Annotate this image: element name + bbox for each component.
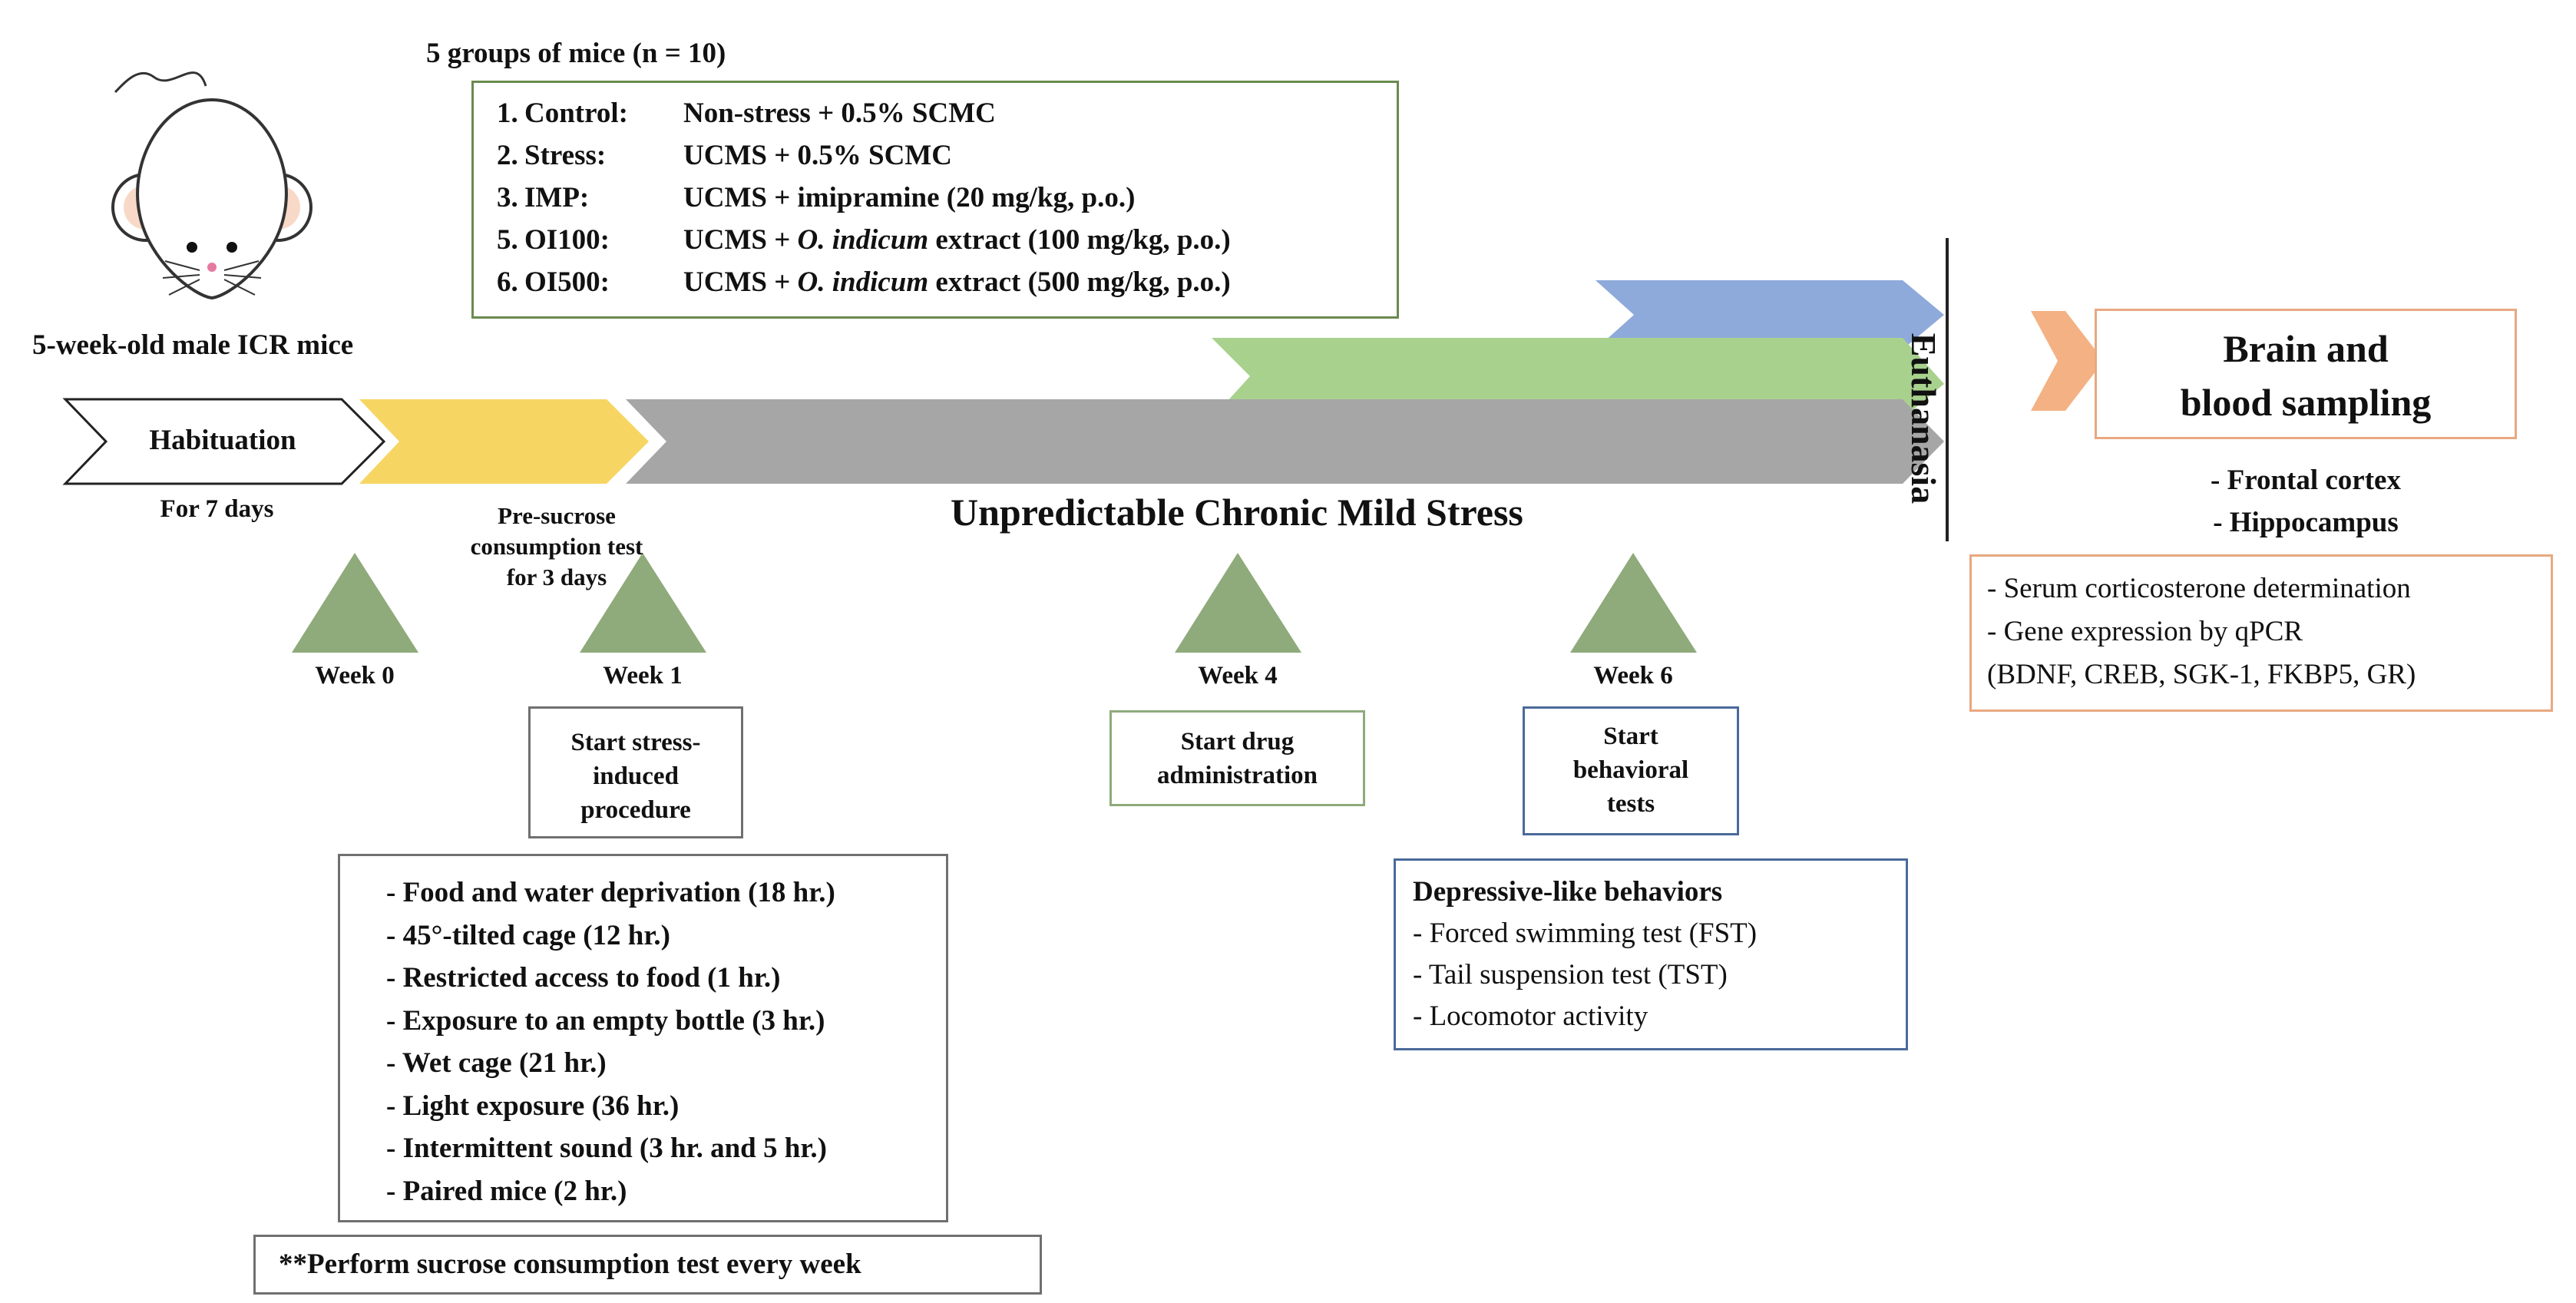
sampling-regions: - Frontal cortex - Hippocampus <box>2211 465 2401 538</box>
week4-label: Week 4 <box>1198 662 1278 690</box>
stressors-box: - Food and water deprivation (18 hr.) - … <box>338 854 948 1222</box>
group-row: 2.Stress:UCMS + 0.5% SCMC <box>497 140 952 171</box>
drug-start-box: Start drug administration <box>1109 710 1365 806</box>
stressor-item: - Restricted access to food (1 hr.) <box>386 962 781 994</box>
week4-triangle <box>1175 553 1301 653</box>
week1-triangle <box>580 553 706 653</box>
pre-sucrose-label: Pre-sucrose consumption test for 3 days <box>470 502 643 590</box>
behavior-item: - Forced swimming test (FST) <box>1413 918 1758 949</box>
stressor-item: - Food and water deprivation (18 hr.) <box>386 877 835 908</box>
week6-label: Week 6 <box>1593 662 1673 690</box>
groups-title: 5 groups of mice (n = 10) <box>426 38 726 69</box>
habituation-arrow <box>62 398 386 485</box>
assays-box: - Serum corticosterone determination - G… <box>1969 554 2553 712</box>
behavior-item: - Locomotor activity <box>1413 1000 1648 1032</box>
stress-start-box: Start stress- induced procedure <box>528 706 743 838</box>
habituation-label: Habituation <box>149 425 296 456</box>
group-row: 5.OI100:UCMS + O. indicum extract (100 m… <box>497 224 1231 256</box>
sampling-title-box: Brain and blood sampling <box>2095 309 2517 439</box>
week6-triangle <box>1570 553 1697 653</box>
week0-triangle <box>292 553 418 653</box>
stressor-item: - 45°-tilted cage (12 hr.) <box>386 919 670 951</box>
groups-box: 1.Control:Non-stress + 0.5% SCMC 2.Stres… <box>471 81 1399 319</box>
pre-sucrose-arrow <box>359 399 649 484</box>
behaviors-box: Depressive-like behaviors - Forced swimm… <box>1394 858 1908 1050</box>
stressor-item: - Intermittent sound (3 hr. and 5 hr.) <box>386 1133 827 1164</box>
stressor-item: - Paired mice (2 hr.) <box>386 1175 627 1207</box>
group-row: 1.Control:Non-stress + 0.5% SCMC <box>497 98 996 129</box>
ucms-title: Unpredictable Chronic Mild Stress <box>951 491 1523 534</box>
orange-chevron <box>2031 311 2104 411</box>
behavior-start-box: Start behavioral tests <box>1523 706 1739 835</box>
mice-label: 5-week-old male ICR mice <box>32 329 354 361</box>
habituation-duration: For 7 days <box>160 495 274 523</box>
group-row: 6.OI500:UCMS + O. indicum extract (500 m… <box>497 266 1231 298</box>
group-row: 3.IMP:UCMS + imipramine (20 mg/kg, p.o.) <box>497 182 1136 213</box>
behavior-item: - Tail suspension test (TST) <box>1413 959 1728 990</box>
oi-treatment-arrow <box>1596 280 1944 349</box>
ucms-arrow <box>626 399 1944 484</box>
week0-label: Week 0 <box>315 662 395 690</box>
stressor-item: - Wet cage (21 hr.) <box>386 1047 607 1079</box>
behaviors-title: Depressive-like behaviors <box>1413 876 1723 908</box>
stressor-item: - Light exposure (36 hr.) <box>386 1090 680 1122</box>
euthanasia-label: Euthanasia <box>1904 332 1943 504</box>
drug-treatment-arrow <box>1212 338 1944 418</box>
stressor-item: - Exposure to an empty bottle (3 hr.) <box>386 1004 825 1037</box>
week1-label: Week 1 <box>603 662 683 690</box>
sucrose-note: **Perform sucrose consumption test every… <box>253 1235 1042 1295</box>
